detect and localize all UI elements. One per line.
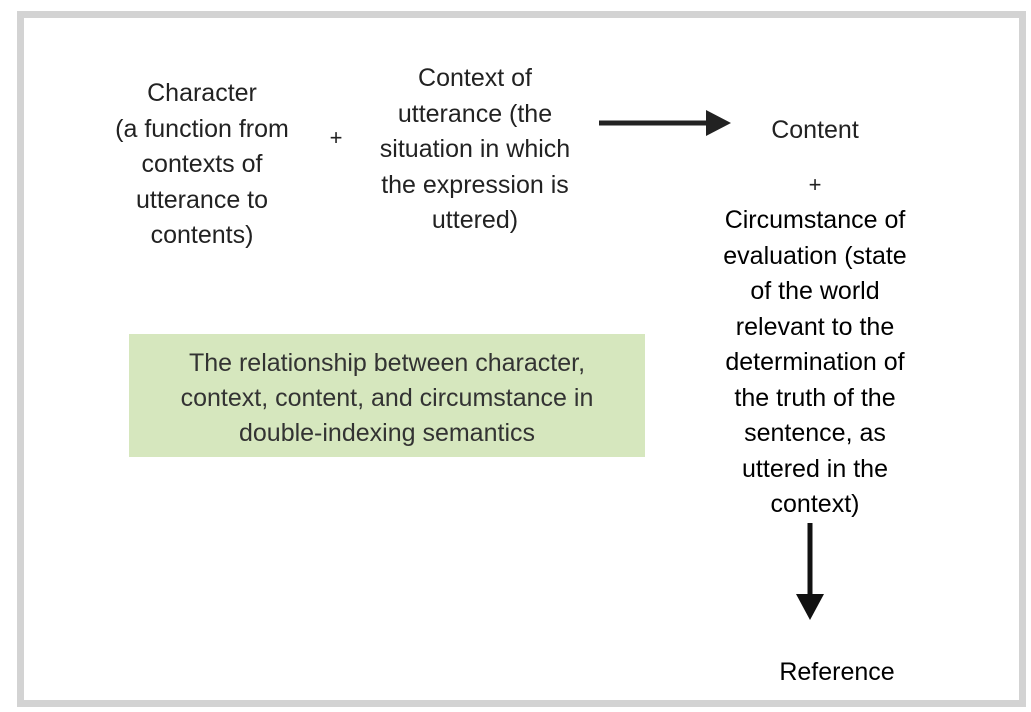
character-label: Character (a function from contexts of u… xyxy=(115,79,289,249)
right-arrow-icon xyxy=(599,110,731,136)
content-label: Content xyxy=(771,116,859,144)
circumstance-label: Circumstance of evaluation (state of the… xyxy=(723,206,907,518)
context-label: Context of utterance (the situation in w… xyxy=(379,64,571,234)
down-arrow-icon xyxy=(796,523,824,620)
diagram-caption: The relationship between character, cont… xyxy=(129,334,645,457)
plus-sign-content-circumstance: + xyxy=(808,172,822,197)
reference-label: Reference xyxy=(779,658,895,686)
diagram-frame: Character (a function from contexts of u… xyxy=(17,11,1026,707)
plus-sign-character-context: + xyxy=(329,125,343,150)
